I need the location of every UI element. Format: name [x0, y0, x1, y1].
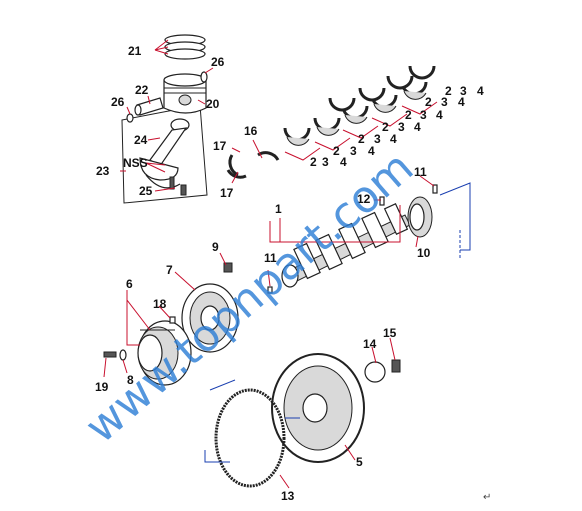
label-16: 16 [244, 124, 258, 138]
crankshaft [281, 202, 411, 288]
crankshaft-pulley [181, 283, 239, 353]
vibration-damper [137, 320, 192, 386]
label-14: 14 [363, 337, 377, 351]
label-10: 10 [417, 246, 431, 260]
damper-bolt [103, 351, 117, 358]
label-22: 22 [135, 83, 149, 97]
damper-pin [169, 316, 176, 324]
label-19: 19 [95, 380, 109, 394]
bearing-label-2: 2 [445, 84, 452, 98]
label-26-left: 26 [111, 95, 125, 109]
bearing-label-3: 3 [398, 120, 405, 134]
callout-labels: 21 26 22 26 20 24 23 NSS 25 16 17 17 2 3… [95, 44, 484, 503]
piston [163, 73, 207, 114]
label-18: 18 [153, 297, 167, 311]
label-11-right: 11 [414, 165, 427, 179]
watermark: www.topnpart.com [76, 142, 423, 453]
label-24: 24 [134, 133, 148, 147]
dowel-pin-11-right [432, 184, 438, 194]
flywheel-bolt [391, 359, 401, 373]
label-26-top: 26 [211, 55, 225, 69]
snap-ring-left [126, 113, 134, 123]
bearing-label-4: 4 [477, 84, 484, 98]
bearing-label-2: 2 [405, 108, 412, 122]
label-25: 25 [139, 184, 153, 198]
pulley-bolt [223, 262, 233, 273]
main-bearing-shells [283, 65, 436, 146]
dowel-pin-11-left [267, 286, 273, 294]
piston-rings [164, 34, 206, 60]
label-20: 20 [206, 97, 220, 111]
bearing-label-3: 3 [441, 95, 448, 109]
label-12: 12 [357, 192, 371, 206]
bearing-label-3: 3 [322, 155, 329, 169]
label-1: 1 [275, 202, 282, 216]
label-23: 23 [96, 164, 110, 178]
connecting-rod [139, 118, 190, 190]
piston-pin [134, 97, 164, 116]
label-11-left: 11 [264, 251, 277, 265]
bearing-label-3: 3 [460, 84, 467, 98]
ring-gear [214, 388, 286, 488]
bearing-label-4: 4 [340, 155, 347, 169]
bearing-label-4: 4 [458, 95, 465, 109]
bearing-label-2: 2 [333, 144, 340, 158]
label-8: 8 [127, 373, 134, 387]
return-mark: ↵ [483, 492, 491, 503]
label-nss: NSS [123, 156, 148, 170]
bearing-label-4: 4 [390, 132, 397, 146]
label-5: 5 [356, 455, 363, 469]
bearing-label-2: 2 [310, 155, 317, 169]
label-6: 6 [126, 277, 133, 291]
label-17-top: 17 [213, 139, 227, 153]
damper-washer [119, 349, 127, 361]
bearing-label-4: 4 [436, 108, 443, 122]
bearing-label-2: 2 [425, 95, 432, 109]
bearing-label-3: 3 [350, 144, 357, 158]
label-13: 13 [281, 489, 295, 503]
label-15: 15 [383, 326, 397, 340]
flywheel [271, 353, 365, 463]
crankshaft-gear [407, 196, 433, 238]
rod-bolt [180, 184, 187, 196]
label-21: 21 [128, 44, 142, 58]
bearing-label-4: 4 [368, 144, 375, 158]
flywheel-plate [364, 361, 386, 383]
snap-ring-right [200, 71, 208, 83]
leader-lines [103, 39, 438, 489]
bearing-label-3: 3 [374, 132, 381, 146]
thrust-washer-lower [228, 154, 239, 177]
alignment-brackets [204, 182, 471, 463]
bearing-label-3: 3 [420, 108, 427, 122]
bearing-label-2: 2 [358, 132, 365, 146]
label-17-bottom: 17 [220, 186, 234, 200]
bearing-label-2: 2 [382, 120, 389, 134]
label-7: 7 [166, 263, 173, 277]
bearing-label-4: 4 [414, 120, 421, 134]
dowel-pin-12 [379, 196, 385, 206]
label-9: 9 [212, 240, 219, 254]
